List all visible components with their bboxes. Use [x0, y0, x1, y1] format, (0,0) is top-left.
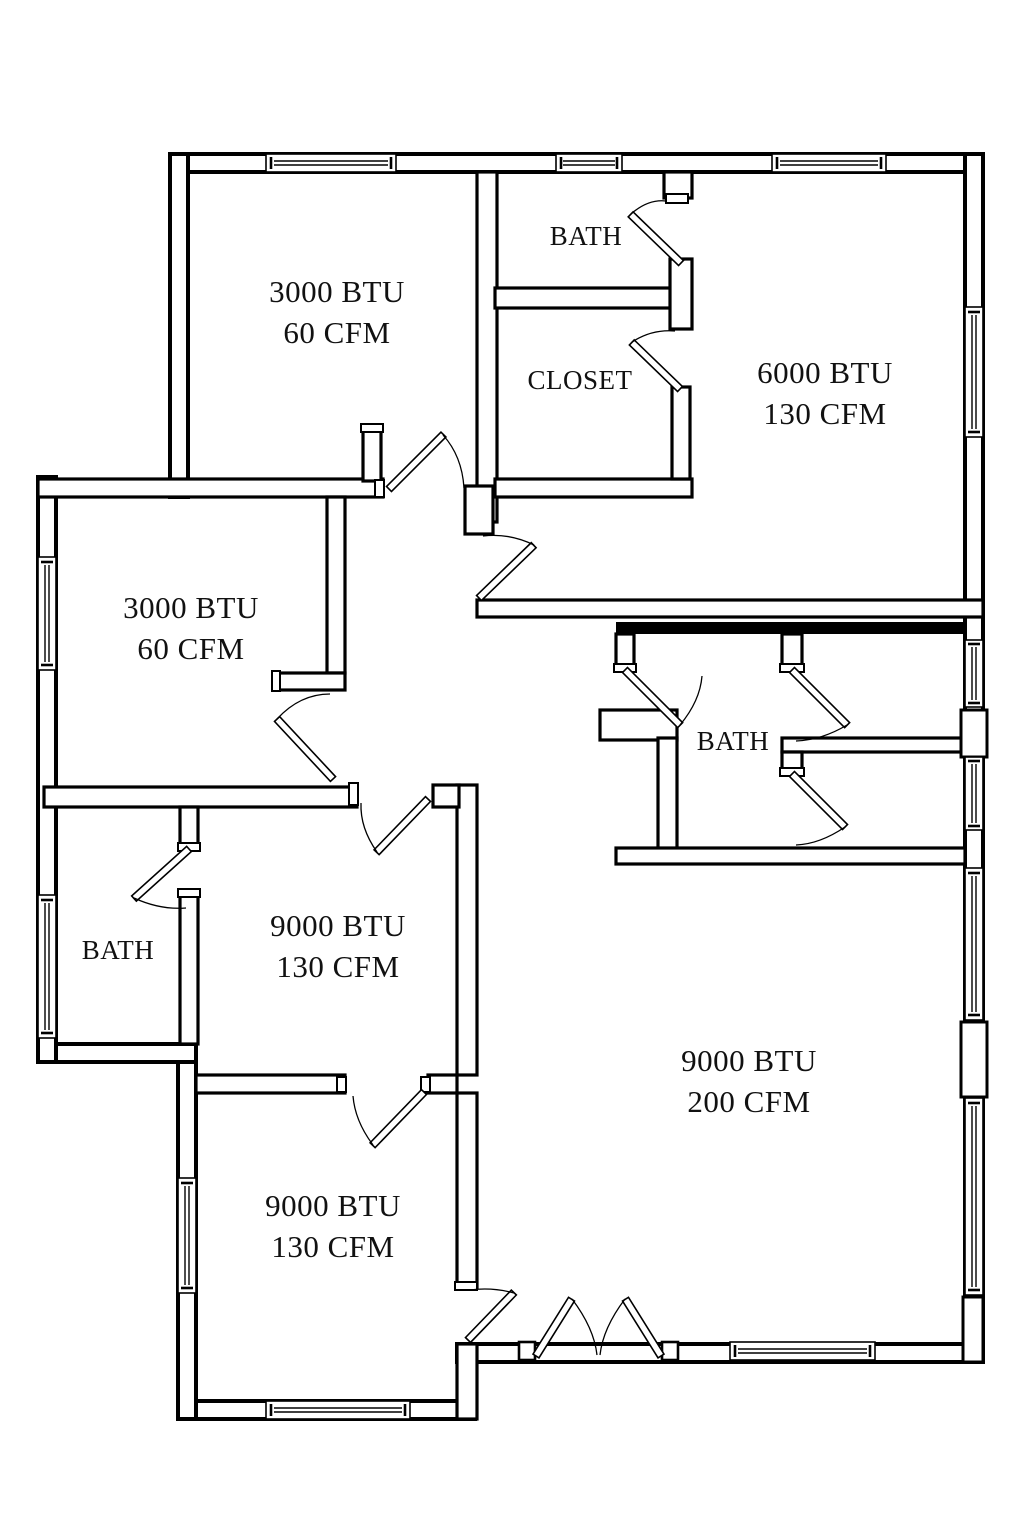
- window-symbol: [37, 894, 57, 1039]
- door-swing-room-a: [788, 666, 851, 742]
- room-label-bedroom-mid-left: 3000 BTU 60 CFM: [123, 587, 259, 669]
- wall-piers: [959, 708, 989, 1364]
- pier-corner: [961, 1295, 985, 1364]
- door-swing-bath-mid: [621, 666, 703, 729]
- room-label-bath-top: BATH: [550, 219, 623, 253]
- door-swing-bath-top: [627, 200, 685, 267]
- wall-band-top: [36, 477, 385, 499]
- wall-midleft-foot: [275, 671, 347, 692]
- wall-room6000-bottom: [475, 598, 985, 619]
- wall-partition-lower: [455, 1091, 479, 1290]
- wall-hall-jamb-block: [463, 484, 495, 536]
- windows: [37, 153, 984, 1420]
- wall-roomA-stub: [780, 632, 804, 670]
- door-swing-entry-double: [531, 1296, 666, 1359]
- window-symbol: [555, 153, 623, 173]
- door-swing-bedroom-top-left: [385, 430, 465, 493]
- window-symbol: [964, 756, 984, 831]
- wall-center-bottom-left: [194, 1073, 347, 1095]
- wall-bathcluster-bottom: [614, 846, 967, 866]
- wall-center-bottom-right: [426, 1073, 459, 1095]
- room-label-bath-mid: BATH: [697, 724, 770, 758]
- wall-bath-jamb-block: [668, 257, 694, 331]
- window-symbol: [177, 1177, 197, 1294]
- room-label-bedroom-bottom-left: 9000 BTU 130 CFM: [265, 1185, 401, 1267]
- room-label-line: 9000 BTU: [681, 1043, 817, 1078]
- wall-bathcluster-left: [656, 736, 679, 852]
- wall-bathcloset-left: [475, 170, 499, 524]
- wall-bath-closet-divider: [493, 286, 677, 310]
- wall-bathcluster-top: [616, 622, 964, 634]
- room-label-bedroom-top-right: 6000 BTU 130 CFM: [757, 352, 893, 434]
- room-label-line: 6000 BTU: [757, 355, 893, 390]
- room-label-line: BATH: [549, 221, 623, 251]
- window-symbol: [265, 1400, 411, 1420]
- doors: [130, 200, 851, 1359]
- wall-bottomroom-right: [455, 1342, 479, 1421]
- wall-hall-stub: [361, 424, 383, 483]
- room-label-line: 3000 BTU: [269, 274, 405, 309]
- wall-bathleft-right: [178, 893, 200, 1046]
- room-label-bedroom-top-left: 3000 BTU 60 CFM: [269, 271, 405, 353]
- wall-bathcluster-stub1: [614, 632, 636, 670]
- pier-2: [959, 1020, 989, 1099]
- door-swing-room-b: [788, 770, 849, 846]
- room-label-line: 60 CFM: [283, 315, 391, 350]
- room-label-line: 3000 BTU: [123, 590, 259, 625]
- room-label-living-room: 9000 BTU 200 CFM: [681, 1040, 817, 1122]
- room-label-line: 9000 BTU: [270, 908, 406, 943]
- room-label-line: CLOSET: [527, 365, 633, 395]
- window-symbol: [37, 556, 57, 671]
- pier-1: [959, 708, 989, 759]
- window-symbol: [265, 153, 397, 173]
- door-swing-bedroom-mid-left: [273, 693, 337, 783]
- wall-bathleft-stub: [178, 805, 200, 849]
- door-swing-living-bedroom: [464, 1288, 518, 1344]
- door-swing-bedroom-bottom-left: [352, 1088, 428, 1149]
- room-label-line: BATH: [696, 726, 770, 756]
- room-label-line: 130 CFM: [276, 949, 400, 984]
- window-symbol: [964, 306, 984, 438]
- room-label-line: 60 CFM: [137, 631, 245, 666]
- window-symbol: [964, 639, 984, 708]
- wall-band-mid: [42, 785, 359, 809]
- room-label-bath-left: BATH: [82, 933, 155, 967]
- room-label-line: 200 CFM: [687, 1084, 811, 1119]
- window-symbol: [964, 867, 984, 1021]
- room-label-closet: CLOSET: [527, 363, 632, 397]
- room-label-line: 130 CFM: [763, 396, 887, 431]
- door-jambs: [177, 193, 805, 1362]
- wall-closet-bottom: [493, 477, 694, 499]
- door-swing-closet: [628, 330, 684, 393]
- door-swing-bath-left: [130, 845, 193, 909]
- room-label-line: BATH: [81, 935, 155, 965]
- room-label-line: 130 CFM: [271, 1229, 395, 1264]
- wall-midleft-right: [325, 495, 347, 675]
- wall-closet-right: [670, 385, 692, 481]
- wall-left-upper: [168, 152, 190, 499]
- room-label-bedroom-center: 9000 BTU 130 CFM: [270, 905, 406, 987]
- window-symbol: [771, 153, 887, 173]
- room-label-line: 9000 BTU: [265, 1188, 401, 1223]
- door-swing-bedroom-center: [360, 795, 432, 856]
- wall-partition-upper: [455, 783, 479, 1077]
- wall-bath-left-bottom: [36, 1042, 198, 1064]
- door-swing-hall-living: [475, 534, 538, 602]
- window-symbol: [729, 1341, 876, 1361]
- wall-door7-block: [431, 783, 461, 809]
- window-symbol: [964, 1097, 984, 1296]
- interior-walls: [36, 170, 985, 1421]
